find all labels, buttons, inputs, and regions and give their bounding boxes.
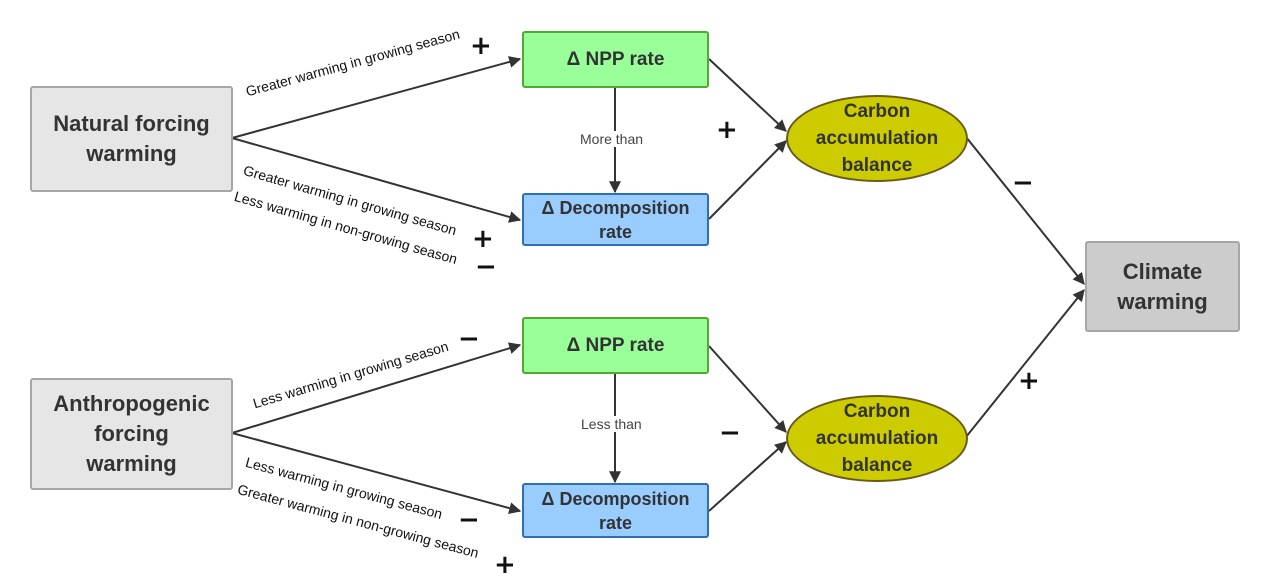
arrow-anthropogenic-to-npp bbox=[231, 342, 522, 434]
decomposition-rate-node-top: Δ Decomposition rate bbox=[522, 193, 709, 246]
arrow-npp-to-carbon-bottom bbox=[708, 345, 787, 433]
arrow-carbon-bottom-to-climate bbox=[965, 289, 1085, 438]
arrow-natural-to-npp bbox=[231, 56, 522, 139]
edge-sign-natural-decomp-1: + bbox=[472, 224, 494, 254]
climate-sign-top: − bbox=[1012, 168, 1034, 198]
climate-sign-bottom: + bbox=[1018, 366, 1040, 396]
edge-sign-natural-decomp-2: − bbox=[475, 252, 497, 282]
carbon-balance-node-top: Carbon accumulation balance bbox=[786, 95, 968, 182]
arrow-decomp-to-carbon-bottom bbox=[708, 441, 787, 512]
edge-sign-anthropogenic-decomp-2: + bbox=[494, 550, 516, 580]
anthropogenic-forcing-node: Anthropogenic forcing warming bbox=[30, 378, 233, 490]
arrow-decomp-to-carbon-top bbox=[708, 140, 787, 220]
arrow-natural-to-decomp bbox=[231, 137, 522, 223]
comparison-label-bottom: Less than bbox=[579, 416, 644, 432]
carbon-sign-top: + bbox=[716, 115, 738, 145]
npp-rate-node-top: Δ NPP rate bbox=[522, 31, 709, 88]
natural-forcing-node: Natural forcing warming bbox=[30, 86, 233, 192]
decomposition-rate-node-bottom: Δ Decomposition rate bbox=[522, 483, 709, 538]
arrow-carbon-top-to-climate bbox=[965, 136, 1085, 285]
edge-sign-anthropogenic-npp: − bbox=[458, 324, 480, 354]
climate-warming-node: Climate warming bbox=[1085, 241, 1240, 332]
arrow-npp-to-carbon-top bbox=[708, 58, 787, 132]
arrow-anthropogenic-to-decomp bbox=[231, 432, 522, 514]
edge-sign-natural-npp: + bbox=[470, 31, 492, 61]
edge-sign-anthropogenic-decomp-1: − bbox=[458, 505, 480, 535]
npp-rate-node-bottom: Δ NPP rate bbox=[522, 317, 709, 374]
comparison-label-top: More than bbox=[578, 131, 646, 147]
carbon-sign-bottom: − bbox=[719, 418, 741, 448]
carbon-balance-node-bottom: Carbon accumulation balance bbox=[786, 395, 968, 482]
